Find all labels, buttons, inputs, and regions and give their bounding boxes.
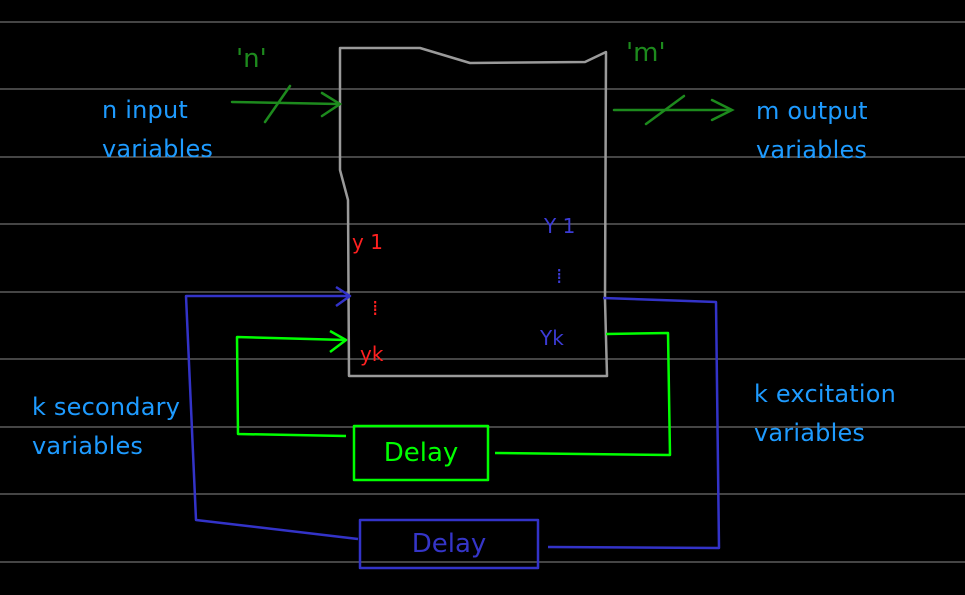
output-variables-label: m output variables bbox=[756, 92, 868, 170]
excitation-variables-label: k excitation variables bbox=[754, 375, 896, 453]
input-arrow bbox=[230, 84, 343, 124]
Yk-mark: Yk bbox=[540, 326, 564, 350]
output-label-line2: variables bbox=[756, 136, 868, 164]
y-dots-mark: ⁞ bbox=[372, 296, 379, 320]
outer-delay-label: Delay bbox=[411, 529, 487, 559]
excitation-label-line1: k excitation bbox=[754, 380, 897, 408]
output-label-line1: m output bbox=[756, 97, 868, 125]
input-label-line2: variables bbox=[102, 135, 214, 163]
input-label-line1: n input bbox=[102, 96, 188, 124]
combinational-circuit-box bbox=[338, 46, 609, 378]
n-mark: 'n' bbox=[236, 44, 267, 74]
excitation-label-line2: variables bbox=[754, 419, 866, 447]
Y-dots-mark: ⁞ bbox=[556, 264, 563, 288]
outer-delay-box bbox=[358, 518, 540, 570]
ruled-lines bbox=[0, 21, 965, 563]
secondary-label-line2: variables bbox=[32, 432, 144, 460]
inner-feedback-loop bbox=[235, 329, 672, 482]
yk-mark: yk bbox=[360, 342, 384, 366]
inner-delay-box bbox=[352, 424, 490, 482]
secondary-label-line1: k secondary bbox=[32, 393, 181, 421]
secondary-variables-label: k secondary variables bbox=[32, 388, 180, 466]
m-mark: 'm' bbox=[626, 38, 666, 68]
y1-mark: y 1 bbox=[352, 230, 383, 254]
output-arrow bbox=[612, 94, 735, 126]
Y1-mark: Y 1 bbox=[544, 214, 576, 238]
input-variables-label: n input variables bbox=[102, 91, 213, 169]
outer-feedback-loop bbox=[184, 285, 721, 570]
inner-delay-label: Delay bbox=[383, 438, 459, 468]
